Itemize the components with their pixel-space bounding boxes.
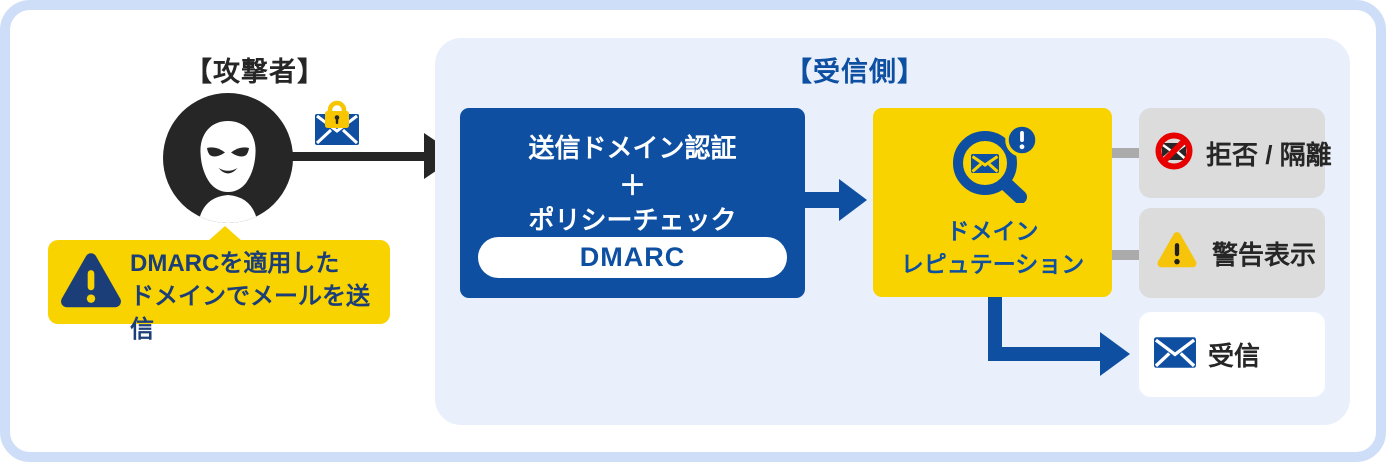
receiver-section-label: 【受信側】 [785,57,925,87]
outcome-box-warn: 警告表示 [1139,208,1325,298]
masked-attacker-icon [163,93,293,223]
connector-to-warn [1112,250,1140,260]
dmarc-badge: DMARC [478,237,787,278]
auth-box-line-2: ポリシーチェック [528,205,737,235]
domain-reputation-box: ドメイン レピュテーション [873,108,1112,297]
auth-to-reputation-arrow-line [805,192,841,208]
domain-auth-box: 送信ドメイン認証 ＋ ポリシーチェック DMARC [460,108,805,298]
mail-search-alert-icon [945,123,1040,204]
connector-to-reject [1112,148,1140,158]
warning-triangle-icon [1154,230,1200,276]
reputation-to-receive-arrow-vertical [988,297,1002,355]
auth-to-reputation-arrow-head [839,179,867,221]
attacker-bubble-text: DMARCを適用した ドメインでメールを送信 [130,247,386,346]
reputation-line-2: レピュテーション [900,251,1085,277]
attack-arrow-line [290,152,426,161]
bubble-line-2: ドメインでメールを送信 [130,283,370,343]
mail-icon [1154,336,1196,373]
outcome-warn-label: 警告表示 [1212,239,1317,270]
outcome-receive-label: 受信 [1208,341,1261,371]
reputation-line-1: ドメイン [946,218,1039,244]
outcome-reject-label: 拒否 / 隔離 [1206,139,1332,170]
blocked-mail-icon [1154,131,1194,176]
outcome-box-receive: 受信 [1139,312,1325,397]
outcome-box-reject: 拒否 / 隔離 [1139,108,1332,198]
locked-mail-icon [313,97,361,147]
attacker-section-label: 【攻撃者】 [185,57,325,87]
warning-triangle-icon [56,250,126,313]
auth-box-line-1: 送信ドメイン認証 [528,133,737,163]
attacker-bubble-tail [207,226,243,242]
reputation-to-receive-arrow-head [1100,332,1130,376]
bubble-line-1: DMARCを適用した [130,250,340,277]
auth-box-plus-sign: ＋ [619,171,646,201]
reputation-to-receive-arrow-horizontal [988,347,1102,361]
